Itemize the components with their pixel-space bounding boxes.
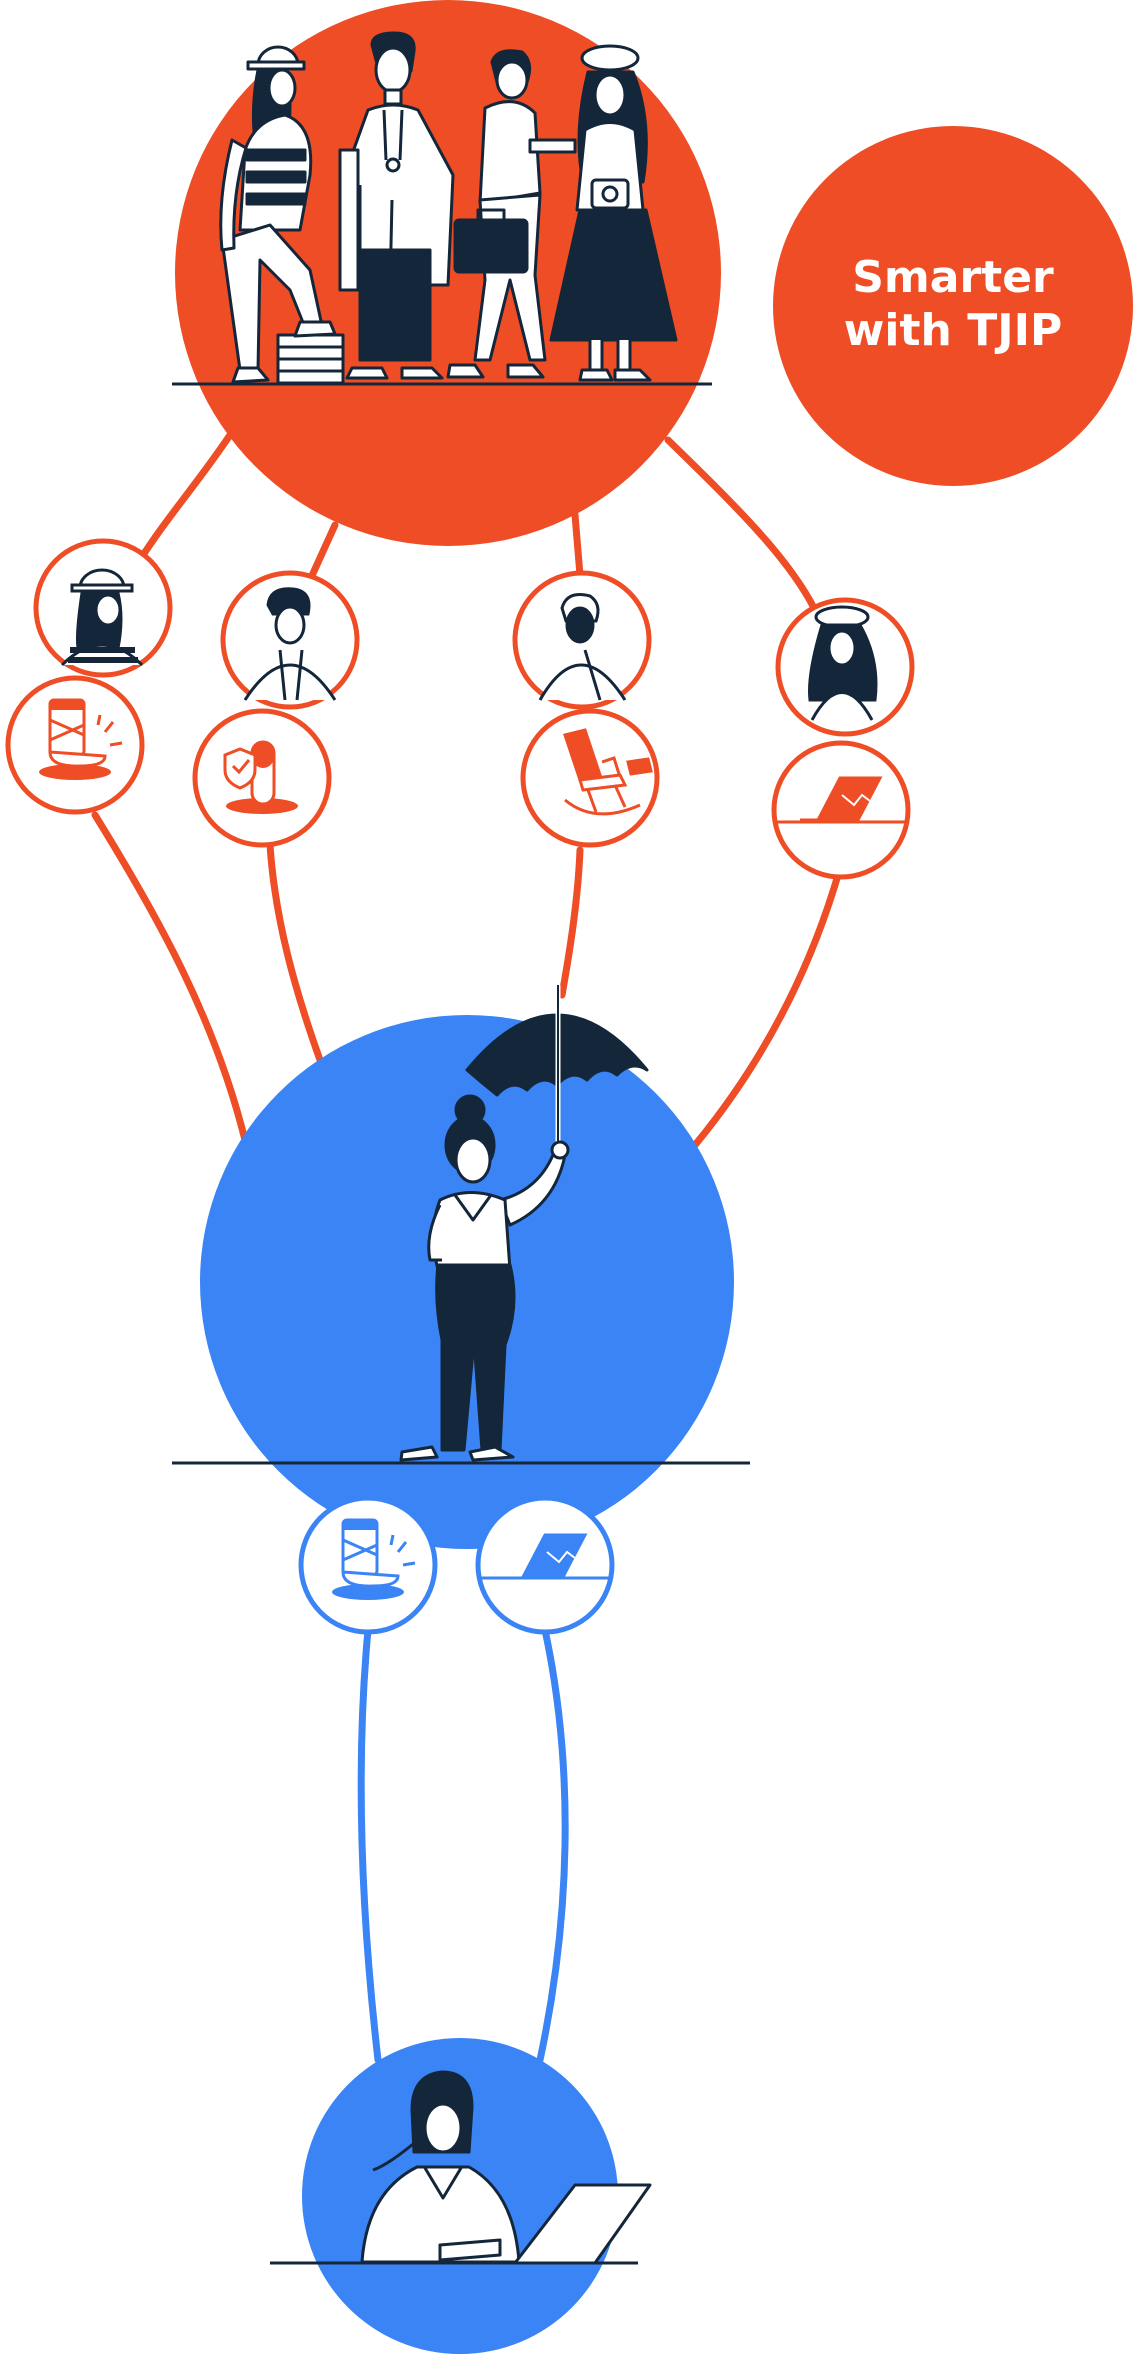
person-beret-circle [775, 597, 915, 737]
connector-business-top [571, 511, 584, 579]
connector-doctor-bottom [266, 841, 324, 1064]
benefit-retirement-circle [520, 708, 660, 848]
blue-laptop-icon [480, 1533, 612, 1580]
blue-leg-cast-icon [332, 1518, 416, 1600]
smarter-badge: Smarter with TJIP [773, 126, 1133, 486]
blue-connectors [357, 1626, 569, 2064]
benefit-health-circle [192, 708, 332, 848]
artist-beret-icon [808, 605, 878, 721]
group-circle [172, 0, 721, 546]
laptop-icon [776, 776, 908, 824]
connector-laptop-desk [536, 1626, 569, 2064]
worker-helmet-icon [60, 568, 144, 667]
badge-line-1: Smarter [852, 252, 1054, 303]
customer-circle [270, 2038, 652, 2354]
connector-doctor-top [306, 521, 339, 584]
doctor-icon [243, 587, 337, 701]
connector-helmet-top [136, 431, 234, 564]
connector-beret-top [664, 436, 819, 614]
connector-injury-desk [357, 1626, 382, 2064]
benefit-circles [5, 675, 911, 880]
businessman-icon [538, 593, 627, 701]
orange-connectors [91, 431, 842, 1149]
connector-business-bottom [558, 846, 584, 999]
badge-line-2: with TJIP [844, 305, 1062, 356]
benefit-injury-circle [5, 675, 145, 815]
blue-injury-circle [298, 1495, 438, 1635]
person-helmet-circle [33, 538, 173, 678]
benefit-laptop-circle [771, 740, 911, 880]
woman-at-laptop-illustration [360, 2070, 652, 2265]
insurer-circle [172, 985, 750, 1549]
person-circles [33, 538, 915, 737]
person-doctor-circle [220, 570, 360, 710]
person-business-circle [512, 570, 652, 710]
rocking-chair-icon [563, 728, 653, 816]
connector-beret-bottom [691, 871, 842, 1149]
medical-shield-pill-icon [223, 740, 298, 814]
blue-benefit-circles [298, 1495, 615, 1635]
woman-with-umbrella-illustration [399, 985, 649, 1462]
group-illustration-icon [219, 31, 678, 385]
blue-laptop-circle [475, 1495, 615, 1635]
connector-helmet-bottom [91, 811, 249, 1144]
leg-cast-icon [39, 698, 123, 780]
